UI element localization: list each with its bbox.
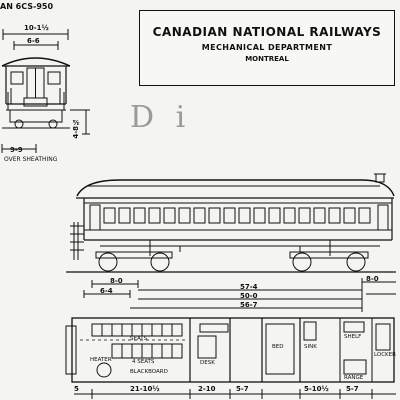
plan-dim-2: 21-10½	[130, 385, 160, 393]
plan-dim-4: 5-7	[236, 385, 249, 393]
plan-dim-3: 2-10	[198, 385, 216, 393]
plan-seats-label: SEATS	[130, 336, 148, 342]
plan-locker-label: LOCKER	[374, 352, 396, 358]
dim-right-truck: 8-0	[366, 275, 379, 283]
floor-plan	[65, 317, 396, 399]
drawing-number: AN 6CS-950	[0, 2, 54, 11]
end-view-width-top: 10-1½	[24, 24, 49, 32]
title-department: MECHANICAL DEPARTMENT	[201, 43, 333, 52]
plan-shelf-label: SHELF	[344, 334, 362, 340]
end-view-height: 4-8¾	[72, 118, 80, 139]
plan-sink-label: SINK	[304, 344, 317, 350]
plan-bed-label: BED	[272, 344, 284, 350]
dim-center-top: 57-4	[240, 283, 258, 291]
dim-left-truck-inner: 6-4	[100, 287, 113, 295]
side-elevation	[66, 173, 396, 273]
plan-dim-6: 5-7	[346, 385, 359, 393]
dim-center-mid: 50-0	[240, 292, 258, 300]
end-view	[1, 29, 90, 153]
handwritten-title: D i	[130, 100, 192, 135]
dim-center-bottom: 56-7	[240, 301, 258, 309]
end-view-width-bottom: 9-9	[10, 146, 23, 154]
plan-4-seats-label: 4 SEATS	[132, 359, 155, 365]
end-view-caption: OVER SHEATHING	[4, 156, 58, 163]
dim-left-truck-outer: 8-0	[110, 277, 123, 285]
title-block: CANADIAN NATIONAL RAILWAYS MECHANICAL DE…	[139, 10, 395, 86]
plan-blackboard-label: BLACKBOARD	[130, 369, 168, 375]
title-city: MONTREAL	[245, 55, 289, 63]
elevation-dimension-lines	[83, 278, 396, 312]
plan-heater-label: HEATER	[90, 357, 112, 363]
plan-dim-5: 5-10½	[304, 385, 329, 393]
title-railway: CANADIAN NATIONAL RAILWAYS	[152, 25, 382, 39]
plan-dim-1: 5	[74, 385, 79, 393]
plan-range-label: RANGE	[344, 375, 364, 381]
end-view-width-lower: 6-6	[27, 37, 40, 45]
plan-desk-label: DESK	[200, 360, 215, 366]
